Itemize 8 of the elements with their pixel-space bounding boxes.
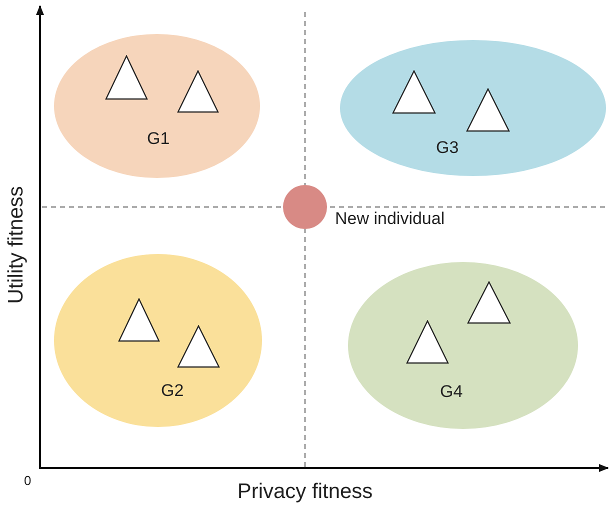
group-label: G3 <box>436 139 459 156</box>
group-label: G4 <box>440 383 463 400</box>
group-label: G1 <box>147 130 170 147</box>
origin-label: 0 <box>24 474 32 487</box>
point-label: New individual <box>335 210 445 227</box>
axis-title: Utility fitness <box>6 186 26 304</box>
axis-title: Privacy fitness <box>237 481 373 502</box>
group-label: G2 <box>161 382 184 399</box>
